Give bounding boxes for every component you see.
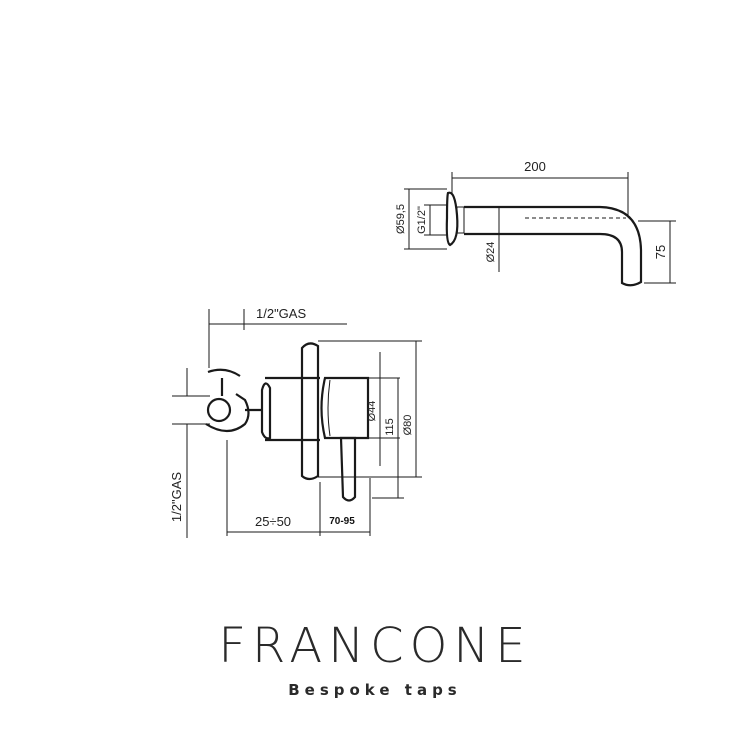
valve-top: [207, 368, 241, 396]
valve-ring: [206, 397, 232, 423]
spout-view: 200 75 Ø59,5 G1/2" Ø24: [395, 159, 676, 287]
top-connection-label: 1/2"GAS: [256, 306, 306, 321]
valve-body: [205, 393, 250, 433]
brand-logo: FRANCONE: [218, 618, 532, 674]
lever-handle: [339, 436, 357, 502]
spout-rosette: [445, 191, 459, 247]
side-connection-label: 1/2"GAS: [169, 472, 184, 522]
flange-diameter-label: Ø80: [402, 415, 414, 436]
spout-body: [464, 205, 643, 287]
body-outline: [265, 376, 320, 442]
spout-collar: [456, 206, 465, 234]
body-range-label: 70-95: [329, 516, 355, 527]
rosette-diameter-label: Ø59,5: [395, 204, 407, 234]
front-body: [320, 376, 370, 440]
depth-range-label: 25÷50: [255, 514, 291, 529]
spout-height-label: 75: [653, 245, 668, 259]
body-diameter-label: Ø44: [366, 401, 378, 422]
flange-plate: [300, 342, 320, 481]
brand-tagline: Bespoke taps: [288, 681, 462, 699]
body-back-end: [260, 382, 272, 440]
thread-label: G1/2": [416, 206, 428, 234]
height-label: 115: [384, 418, 396, 436]
front-body-rim: [327, 379, 331, 437]
pipe-diameter-label: Ø24: [485, 242, 497, 263]
spout-length-label: 200: [524, 159, 546, 174]
mixer-view: 1/2"GAS 1/2"GAS Ø44 115: [169, 306, 422, 538]
